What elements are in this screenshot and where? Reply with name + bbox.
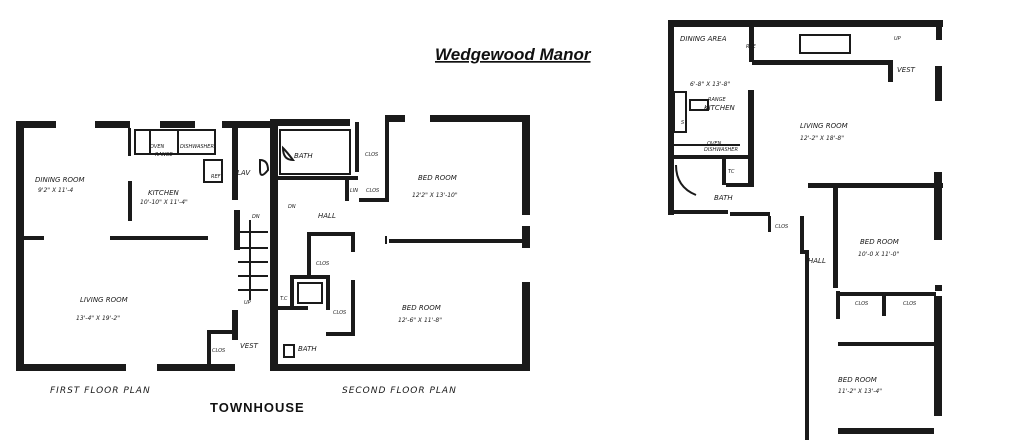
sf-clos-low-label: CLOS [333,310,347,316]
ap-up-label: UP [894,36,901,42]
ap-kitchen-label: KITCHEN [704,104,736,112]
ap-vest-label: VEST [897,66,916,74]
ap-living-room-dims: 12'-2" X 18'-8" [800,135,844,142]
ff-clos-label: CLOS [212,348,226,354]
ap-hall-label: HALL [808,257,826,265]
sf-bath-bottom-label: BATH [298,345,317,353]
sf-tc-label: T.C [280,296,288,302]
ap-dining-area-label: DINING AREA [680,35,727,43]
ff-dishwasher-label: DISHWASHER [180,144,214,150]
ff-oven-label: OVEN [150,144,165,150]
ap-kitchen-dims: 6'-8" X 13'-8" [690,81,730,88]
sf-bedroom-bottom-dims: 12'-6" X 11'-8" [398,317,442,324]
ff-kitchen-label: KITCHEN [148,189,180,197]
sf-lin-label: LIN [350,188,358,194]
ff-kitchen-dims: 10'-10" X 11'-4" [140,199,188,206]
apartment-fixtures [673,34,851,196]
sf-bedroom-top-label: BED ROOM [418,174,457,182]
second-floor-caption: SECOND FLOOR PLAN [342,386,457,396]
first-floor-caption: FIRST FLOOR PLAN [50,386,151,396]
sf-dn-label: DN [288,204,296,210]
ap-s-label: S [681,120,685,126]
sf-hall-label: HALL [318,212,336,220]
ap-clos-label: CLOS [775,224,789,230]
ap-bedroom-2-dims: 11'-2" X 13'-4" [838,388,882,395]
second-floor-walls [270,115,530,371]
ap-dishwasher-label: DISHWASHER [704,147,738,153]
townhouse-caption: TOWNHOUSE [210,400,305,415]
ff-up-label: UP [244,300,251,306]
ap-tc-label: TC [728,169,735,175]
ff-dining-room-dims: 9'2" X 11'-4 [38,187,73,194]
ap-living-room-label: LIVING ROOM [800,122,848,130]
first-floor-fixtures [134,129,270,300]
ff-dn-label: DN [252,214,260,220]
sf-clos-lin-label: CLOS [366,188,380,194]
ap-ree-label: REE [746,44,757,50]
ap-bedroom-2-label: BED ROOM [838,376,877,384]
apartment-walls [668,20,943,440]
ff-living-room-dims: 13'-4" X 19'-2" [76,315,120,322]
sf-bedroom-top-dims: 12'2" X 13'-10" [412,192,458,199]
ap-bedroom-1-dims: 10'-0 X 11'-0" [858,251,899,258]
ff-vest-label: VEST [240,342,259,350]
ap-clos-a-label: CLOS [855,301,869,307]
ff-lav-label: LAV [237,169,251,177]
sf-bedroom-bottom-label: BED ROOM [402,304,441,312]
page-title: Wedgewood Manor [435,45,592,64]
second-floor-fixtures [279,129,351,358]
sf-bath-top-label: BATH [294,152,313,160]
ap-bath-label: BATH [714,194,733,202]
ap-clos-b-label: CLOS [903,301,917,307]
first-floor-walls [16,121,270,371]
ap-dining-area-text: DINING AREA [680,35,727,43]
ap-bedroom-1-label: BED ROOM [860,238,899,246]
ff-ref-label: REF [211,174,221,180]
ff-dining-room-label: DINING ROOM [35,176,85,184]
sf-clos-top-label: CLOS [365,152,379,158]
ap-oven-label: OVEN [707,141,722,147]
ff-range-label: RANGE [155,152,174,158]
sf-clos-mid-label: CLOS [316,261,330,267]
ap-range-label: RANGE [708,97,727,103]
ff-living-room-label: LIVING ROOM [80,296,128,304]
